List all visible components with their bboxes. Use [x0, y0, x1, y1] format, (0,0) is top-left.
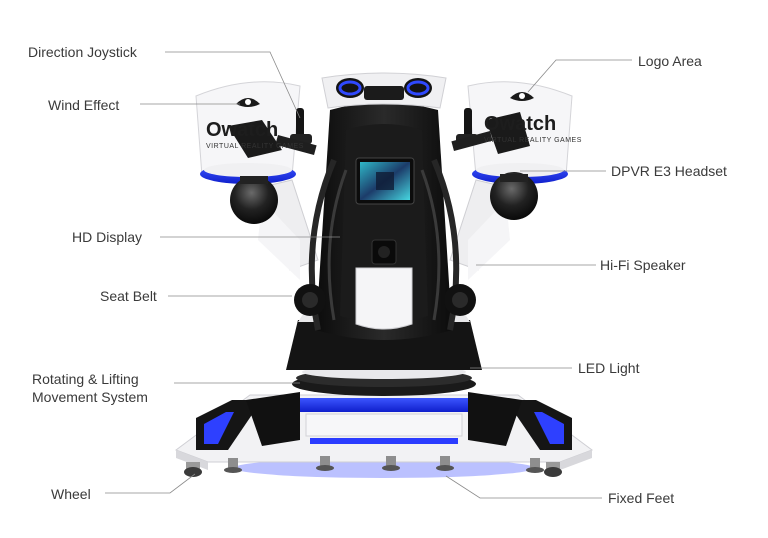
label-rotating-lifting-line2: Movement System: [32, 389, 148, 405]
label-dpvr-headset: DPVR E3 Headset: [611, 163, 727, 179]
hd-display: [355, 157, 415, 205]
vr-headset: [228, 112, 530, 158]
label-led-light: LED Light: [578, 360, 640, 376]
brand-name-right: Owatch: [484, 113, 556, 135]
label-hifi-speaker: Hi-Fi Speaker: [600, 257, 686, 273]
brand-eye-icon-left: [236, 98, 260, 107]
leader-lines: [105, 51, 632, 499]
label-wheel: Wheel: [51, 486, 91, 502]
hifi-speakers: [294, 284, 476, 316]
brand-tagline-right: VIRTUAL REALITY GAMES: [484, 137, 582, 144]
brand-tagline-left: VIRTUAL REALITY GAMES: [206, 143, 304, 150]
label-direction-joystick: Direction Joystick: [28, 44, 137, 60]
label-logo-area: Logo Area: [638, 53, 702, 69]
headrest-top: [321, 72, 447, 109]
left-fan-housing: [195, 81, 301, 224]
seat-body: [316, 102, 452, 340]
wheels: [184, 462, 562, 477]
label-fixed-feet: Fixed Feet: [608, 490, 675, 506]
label-wind-effect: Wind Effect: [48, 97, 120, 113]
label-seat-belt: Seat Belt: [100, 288, 157, 304]
brand-eye-icon-right: [510, 92, 534, 101]
fixed-feet: [224, 456, 544, 473]
base-platform: [174, 392, 594, 470]
label-rotating-lifting-line1: Rotating & Lifting: [32, 371, 139, 387]
label-rotating-lifting: Rotating & Lifting Movement System: [32, 370, 148, 406]
direction-joystick: [290, 108, 478, 144]
brand-name-left: Owatch: [206, 119, 278, 141]
label-hd-display: HD Display: [72, 229, 143, 245]
